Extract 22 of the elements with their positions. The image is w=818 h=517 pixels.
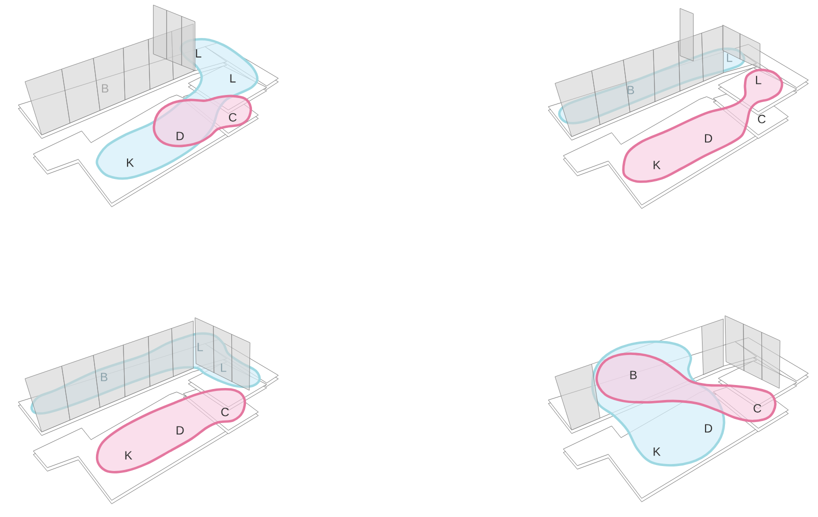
- room-label: L: [198, 342, 203, 352]
- room-label: K: [654, 448, 661, 456]
- room-label: C: [228, 113, 237, 122]
- room-label: C: [221, 408, 229, 416]
- room-label: D: [705, 424, 712, 432]
- room-label: K: [127, 158, 134, 167]
- room-label: L: [196, 49, 202, 58]
- room-label: B: [101, 372, 108, 382]
- room-label: K: [125, 451, 132, 460]
- room-label: L: [220, 364, 226, 372]
- room-label: L: [727, 54, 732, 62]
- room-label: D: [176, 426, 184, 434]
- room-label: L: [230, 74, 236, 82]
- room-label: B: [628, 86, 634, 94]
- room-label: B: [102, 84, 108, 92]
- room-label: C: [758, 114, 766, 124]
- room-label: C: [754, 404, 762, 413]
- room-label: L: [756, 76, 762, 84]
- room-label: D: [176, 132, 184, 140]
- room-label: D: [705, 134, 712, 142]
- room-label: B: [630, 370, 637, 380]
- room-label: K: [654, 160, 661, 170]
